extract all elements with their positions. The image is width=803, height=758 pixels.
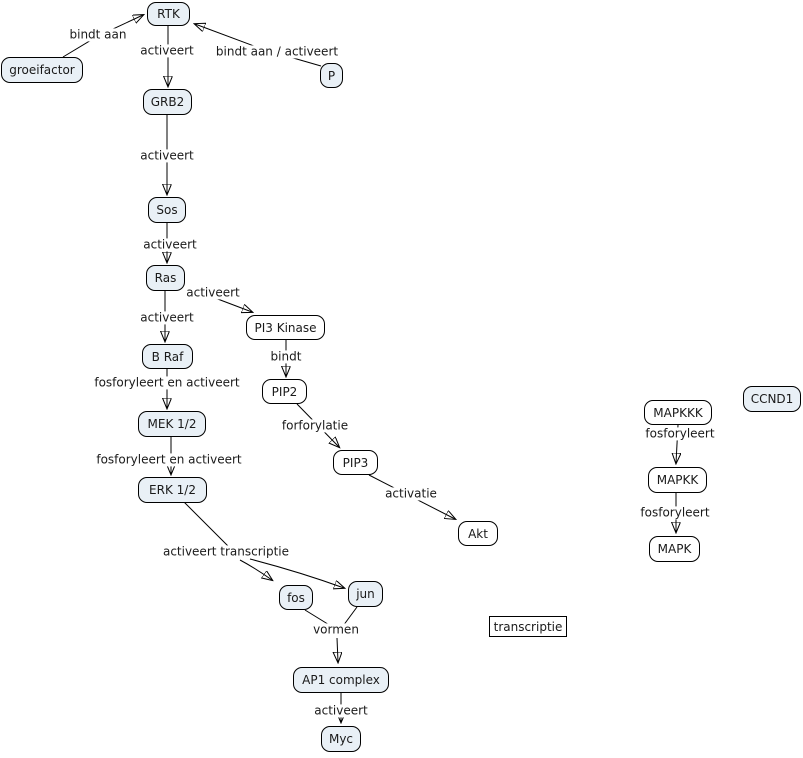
node-sos-label: Sos	[156, 203, 178, 217]
node-transcriptie-label: transcriptie	[493, 619, 563, 634]
node-mapkkk[interactable]: MAPKKK	[644, 400, 712, 425]
edge-label-grb2-activeert[interactable]: activeert	[138, 148, 196, 163]
node-akt-label: Akt	[468, 526, 488, 541]
node-sos[interactable]: Sos	[148, 197, 186, 223]
edge-label-bindt[interactable]: bindt	[268, 349, 304, 364]
node-p[interactable]: P	[320, 63, 343, 88]
node-grb2[interactable]: GRB2	[143, 89, 192, 115]
node-b-raf-label: B Raf	[151, 349, 184, 364]
node-b-raf[interactable]: B Raf	[142, 344, 193, 369]
node-erk-label: ERK 1/2	[149, 483, 196, 497]
edge-label-fosforyleert-1[interactable]: fosforyleert	[643, 426, 717, 441]
edge-label-forforylatie[interactable]: forforylatie	[279, 418, 351, 433]
edge-label-ras-braf-activeert[interactable]: activeert	[138, 310, 196, 325]
node-pi3-kinase-label: PI3 Kinase	[254, 320, 317, 335]
node-ras-label: Ras	[154, 271, 177, 285]
edge-label-fosforyleert-activeert-2[interactable]: fosforyleert en activeert	[94, 452, 244, 467]
node-ras[interactable]: Ras	[146, 265, 185, 291]
node-mapk[interactable]: MAPK	[649, 536, 700, 562]
node-jun[interactable]: jun	[348, 581, 383, 607]
node-pip2-label: PIP2	[271, 384, 298, 399]
edge-label-activeert-transcriptie[interactable]: activeert transcriptie	[160, 544, 292, 559]
node-pip2[interactable]: PIP2	[262, 379, 307, 404]
node-mapkk-label: MAPKK	[656, 473, 699, 487]
edge-label-fosforyleert-2[interactable]: fosforyleert	[638, 505, 712, 520]
node-fos[interactable]: fos	[279, 585, 313, 610]
edge-label-rtk-activeert[interactable]: activeert	[138, 43, 196, 58]
node-ap1-complex-label: AP1 complex	[302, 673, 380, 687]
edge-label-bindt-aan-activeert[interactable]: bindt aan / activeert	[213, 44, 341, 59]
node-mek-label: MEK 1/2	[147, 417, 197, 431]
node-groeifactor-label: groeifactor	[9, 63, 75, 77]
node-pip3[interactable]: PIP3	[333, 450, 378, 475]
node-rtk-label: RTK	[157, 7, 180, 21]
edge-label-jun	[249, 558, 344, 588]
edge-label-ap1-activeert[interactable]: activeert	[312, 703, 370, 718]
edge-label-vormen[interactable]: vormen	[311, 622, 361, 637]
node-groeifactor[interactable]: groeifactor	[1, 57, 83, 83]
node-grb2-label: GRB2	[150, 95, 185, 109]
edge-label-fosforyleert-activeert-1[interactable]: fosforyleert en activeert	[92, 375, 242, 390]
edge-label-activatie[interactable]: activatie	[383, 486, 439, 501]
node-pi3-kinase[interactable]: PI3 Kinase	[246, 315, 325, 340]
node-mapk-label: MAPK	[657, 542, 692, 556]
node-myc-label: Myc	[328, 732, 354, 746]
node-akt[interactable]: Akt	[458, 521, 498, 546]
node-myc[interactable]: Myc	[321, 726, 361, 752]
edge-label-fos	[239, 559, 272, 580]
node-mek[interactable]: MEK 1/2	[138, 411, 206, 437]
node-ccnd1-label: CCND1	[750, 392, 794, 406]
edge-fos-vormen	[304, 609, 332, 627]
edge-label-ras-pi3-activeert[interactable]: activeert	[184, 285, 242, 300]
edge-jun-vormen	[342, 606, 358, 627]
node-erk[interactable]: ERK 1/2	[138, 477, 207, 503]
edge-vormen-ap1	[337, 637, 338, 662]
node-ccnd1[interactable]: CCND1	[743, 386, 801, 412]
node-ap1-complex[interactable]: AP1 complex	[293, 667, 389, 693]
edge-label-sos-activeert[interactable]: activeert	[141, 237, 199, 252]
edge-label-bindt-aan[interactable]: bindt aan	[67, 27, 129, 42]
node-mapkk[interactable]: MAPKK	[648, 467, 707, 493]
node-transcriptie[interactable]: transcriptie	[489, 616, 567, 637]
node-fos-label: fos	[287, 590, 305, 605]
node-pip3-label: PIP3	[342, 455, 369, 470]
node-p-label: P	[327, 68, 336, 83]
node-rtk[interactable]: RTK	[147, 2, 190, 26]
node-mapkkk-label: MAPKKK	[653, 405, 703, 420]
node-jun-label: jun	[356, 587, 375, 601]
